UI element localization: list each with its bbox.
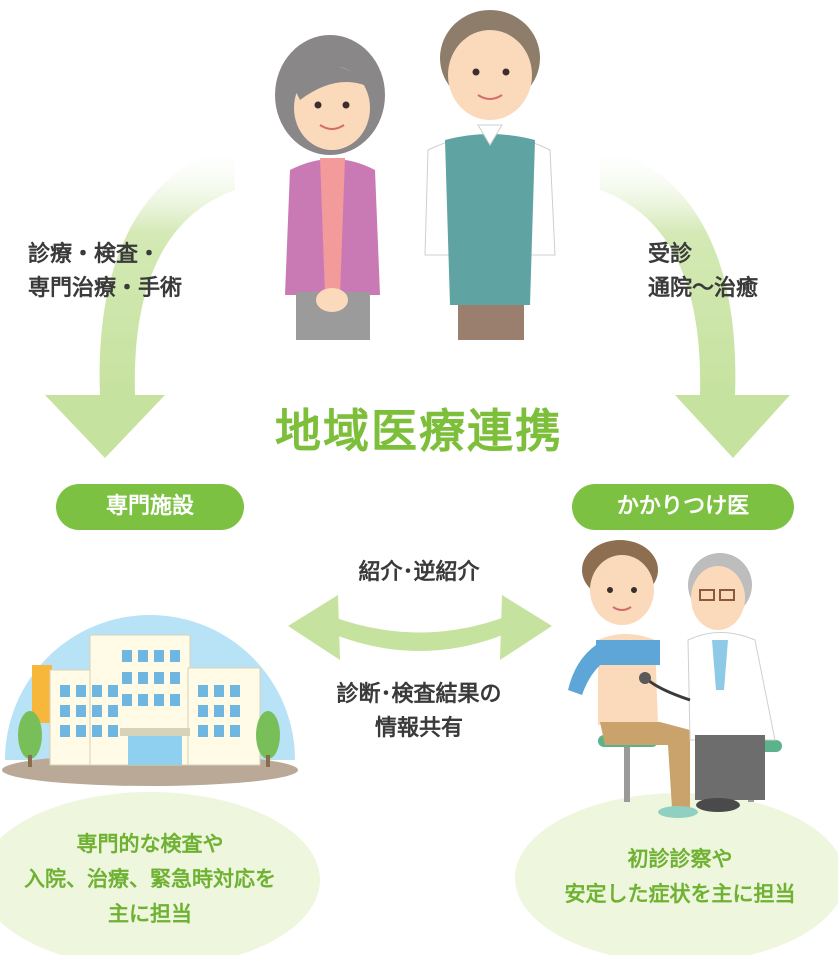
family-doctor-role-line1: 初診診察や xyxy=(627,847,733,871)
family-doctor-pill: かかりつけ医 xyxy=(572,484,794,530)
right-curved-arrow xyxy=(600,145,790,458)
specialist-role-line3: 主に担当 xyxy=(108,902,192,926)
left-arrow-label-line1: 診療・検査・ xyxy=(28,242,161,267)
doctor-patient-illustration xyxy=(568,540,782,818)
right-oval xyxy=(515,793,838,955)
left-arrow-label-line2: 専門治療・手術 xyxy=(28,276,183,301)
left-curved-arrow xyxy=(45,145,235,458)
right-arrow-label: 受診 通院〜治癒 xyxy=(648,238,758,306)
specialist-role-line1: 専門的な検査や xyxy=(76,832,224,856)
family-doctor-role-line2: 安定した症状を主に担当 xyxy=(564,882,796,906)
family-doctor-role-text: 初診診察や 安定した症状を主に担当 xyxy=(520,842,838,912)
left-arrow-label: 診療・検査・ 専門治療・手術 xyxy=(28,238,182,306)
diagram-title: 地域医療連携 xyxy=(275,404,563,458)
info-sharing-line1: 診断･検査結果の xyxy=(336,682,502,707)
info-sharing-label: 診断･検査結果の 情報共有 xyxy=(300,678,538,746)
right-arrow-label-line2: 通院〜治癒 xyxy=(648,276,759,301)
hospital-illustration xyxy=(2,615,298,786)
info-sharing-line2: 情報共有 xyxy=(374,716,463,741)
specialist-role-line2: 入院、治療、緊急時対応を xyxy=(24,867,276,891)
left-oval xyxy=(0,792,320,955)
referral-label: 紹介･逆紹介 xyxy=(358,560,480,585)
right-arrow-label-line1: 受診 xyxy=(648,242,693,267)
elderly-couple-illustration xyxy=(275,10,556,340)
double-arrow xyxy=(288,595,552,660)
specialist-facility-pill: 専門施設 xyxy=(56,484,244,530)
specialist-role-text: 専門的な検査や 入院、治療、緊急時対応を 主に担当 xyxy=(0,827,300,932)
